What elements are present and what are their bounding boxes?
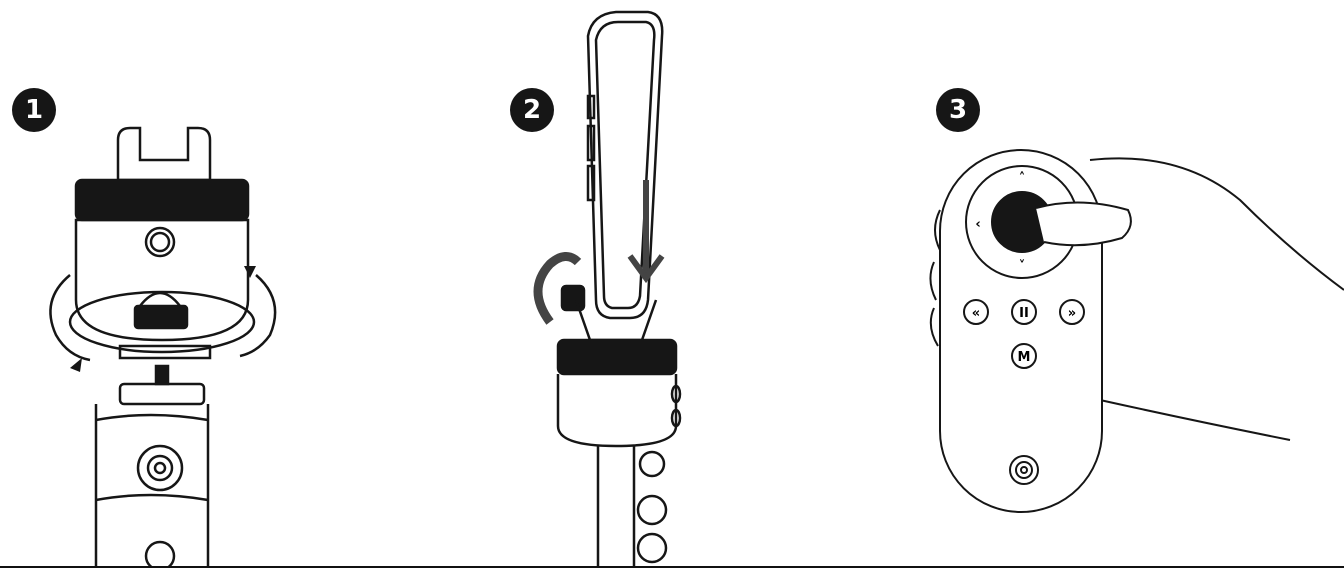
step-3-panel: 3 ˄ ˅ ‹ « II » M xyxy=(860,0,1344,568)
tilt-knob xyxy=(562,286,584,310)
step-1-panel: 1 xyxy=(0,0,420,568)
knurled-ring xyxy=(76,180,248,220)
remote-illustration: ˄ ˅ ‹ « II » M xyxy=(860,0,1344,568)
forward-label: » xyxy=(1068,306,1076,321)
down-icon: ˅ xyxy=(1019,259,1026,274)
knurled-ring-2 xyxy=(558,340,676,374)
phone-insert-illustration xyxy=(420,0,860,568)
left-icon: ‹ xyxy=(975,217,980,232)
step-2-panel: 2 xyxy=(420,0,860,568)
pause-label: II xyxy=(1019,306,1029,321)
thumb xyxy=(1036,202,1131,245)
mount-attach-illustration xyxy=(0,0,420,568)
clamp-top xyxy=(118,128,210,180)
tripod-body-2 xyxy=(598,446,634,566)
mode-label: M xyxy=(1018,350,1031,365)
tripod-body xyxy=(96,404,208,566)
tripod-logo xyxy=(138,446,182,490)
phone-clamp xyxy=(576,300,656,340)
rewind-label: « xyxy=(972,306,980,321)
gimbal-body-2 xyxy=(558,374,676,446)
up-icon: ˄ xyxy=(1019,171,1026,186)
